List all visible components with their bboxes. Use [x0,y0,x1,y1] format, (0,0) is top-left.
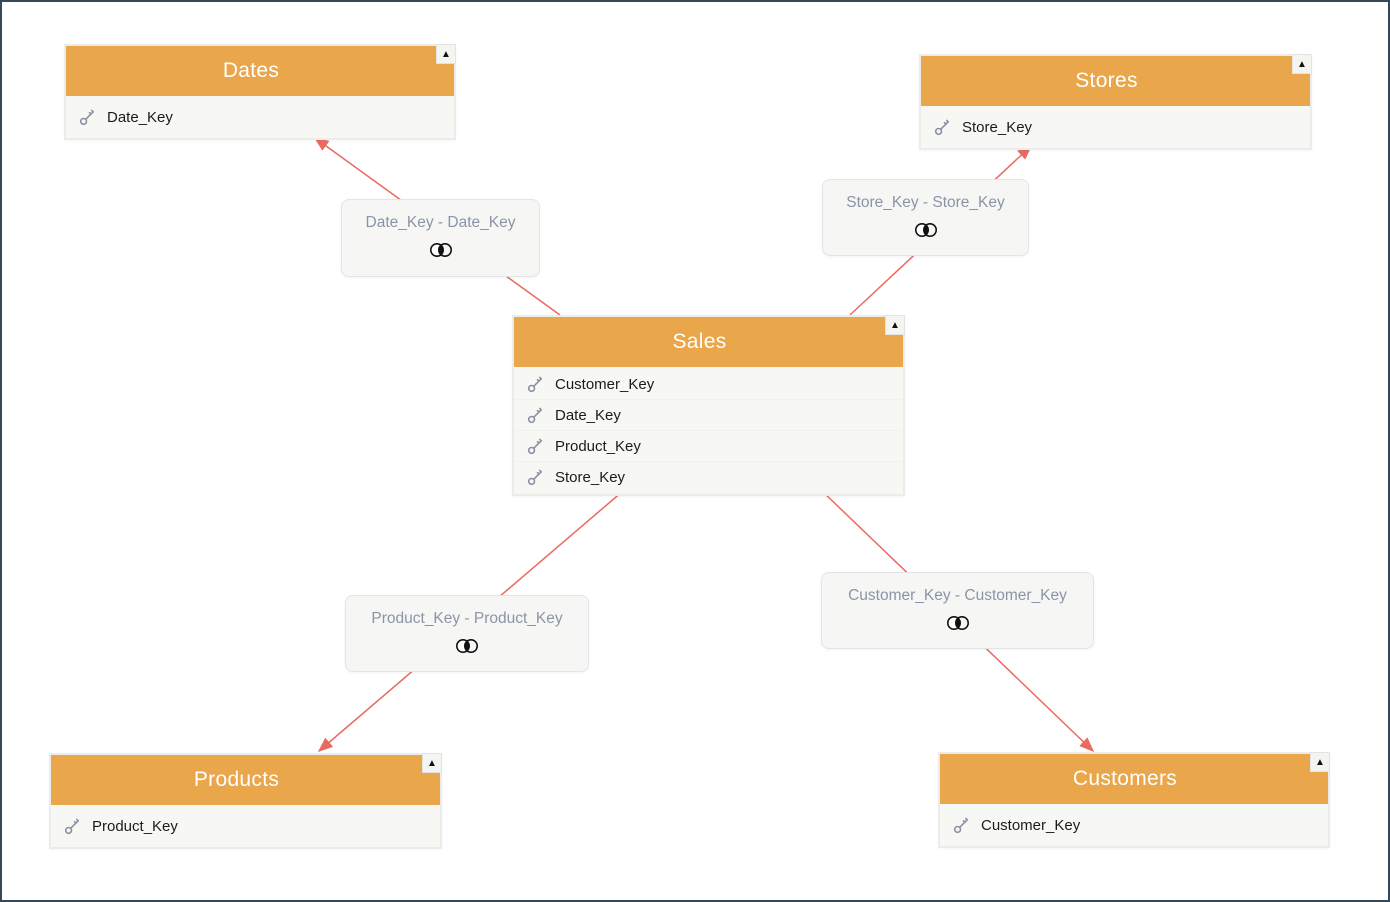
table-title-dates[interactable]: Dates [66,46,454,96]
key-icon [527,376,542,393]
field-name: Date_Key [555,406,621,424]
collapse-icon[interactable]: ▲ [436,44,456,64]
key-icon [953,817,968,834]
inner-join-icon[interactable] [943,614,973,632]
collapse-icon[interactable]: ▲ [1292,54,1312,74]
relationship-stores[interactable]: Store_Key - Store_Key [822,179,1029,256]
field-row[interactable]: Customer_Key [514,369,903,400]
relationship-customers[interactable]: Customer_Key - Customer_Key [821,572,1094,649]
field-name: Store_Key [962,118,1033,136]
collapse-icon[interactable]: ▲ [885,315,905,335]
table-fields: Date_Key [66,96,454,138]
relationship-dates[interactable]: Date_Key - Date_Key [341,199,540,277]
relationship-label: Product_Key - Product_Key [371,610,563,627]
key-icon [527,469,542,486]
table-dates[interactable]: ▲ Dates Date_Key [64,44,456,140]
relationship-label: Customer_Key - Customer_Key [848,587,1067,604]
table-fields: Customer_Key Date_Key Product_Key Store_… [514,367,903,494]
field-row[interactable]: Customer_Key [940,806,1328,844]
relationship-label: Date_Key - Date_Key [365,214,516,231]
field-row[interactable]: Date_Key [514,400,903,431]
table-title-stores[interactable]: Stores [921,56,1310,106]
collapse-icon[interactable]: ▲ [422,753,442,773]
table-title-products[interactable]: Products [51,755,440,805]
inner-join-icon[interactable] [426,241,456,259]
table-fields: Store_Key [921,106,1310,148]
field-row[interactable]: Product_Key [51,807,440,845]
field-name: Product_Key [555,437,641,455]
field-row[interactable]: Store_Key [514,462,903,492]
table-fields: Customer_Key [940,804,1328,846]
table-title-customers[interactable]: Customers [940,754,1328,804]
key-icon [527,438,542,455]
table-title-sales[interactable]: Sales [514,317,903,367]
field-name: Date_Key [107,108,173,126]
field-name: Store_Key [555,468,626,486]
field-row[interactable]: Store_Key [921,108,1310,146]
relationship-label: Store_Key - Store_Key [846,194,1005,211]
table-fields: Product_Key [51,805,440,847]
field-row[interactable]: Product_Key [514,431,903,462]
table-products[interactable]: ▲ Products Product_Key [49,753,442,849]
field-name: Product_Key [92,817,178,835]
field-row[interactable]: Date_Key [66,98,454,136]
table-customers[interactable]: ▲ Customers Customer_Key [938,752,1330,848]
key-icon [527,407,542,424]
field-name: Customer_Key [981,816,1081,834]
collapse-icon[interactable]: ▲ [1310,752,1330,772]
inner-join-icon[interactable] [452,637,482,655]
key-icon [64,818,79,835]
inner-join-icon[interactable] [911,221,941,239]
field-name: Customer_Key [555,375,655,393]
key-icon [79,109,94,126]
key-icon [934,119,949,136]
table-stores[interactable]: ▲ Stores Store_Key [919,54,1312,150]
relationship-products[interactable]: Product_Key - Product_Key [345,595,589,672]
table-sales[interactable]: ▲ Sales Customer_Key Date_Key Product_Ke… [512,315,905,496]
